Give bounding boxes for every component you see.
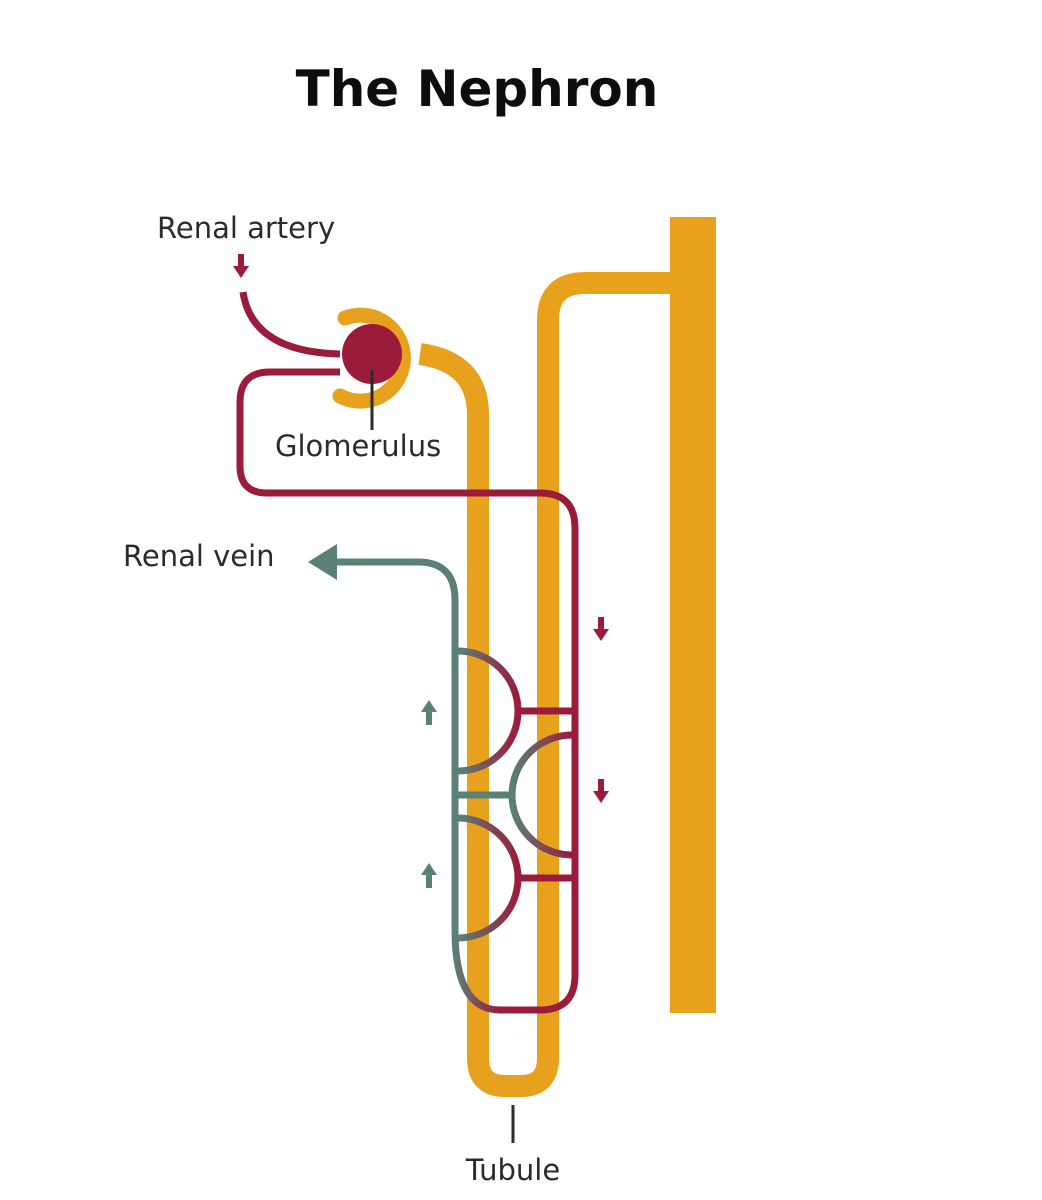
vein-bottom-curve <box>451 929 501 1014</box>
glomerulus-label: Glomerulus <box>275 429 441 463</box>
vein-up-arrow-icon <box>421 700 437 725</box>
artery-inflow-arrow-icon <box>233 254 249 278</box>
renal-vein-vessel <box>335 558 459 930</box>
vein-up-arrow-icon <box>421 863 437 888</box>
artery-down-arrow-icon <box>593 779 609 803</box>
glomerulus <box>342 324 402 384</box>
collecting-duct <box>670 217 716 1013</box>
efferent-arteriole <box>236 368 579 1014</box>
distal-tubule <box>537 272 672 1058</box>
renal-artery-vessel <box>239 291 341 358</box>
bowmans-capsule <box>332 307 411 409</box>
renal-artery-label: Renal artery <box>157 211 335 245</box>
artery-down-arrow-icon <box>593 617 609 641</box>
loop-of-henle <box>418 343 559 1097</box>
renal-vein-arrowhead <box>308 544 337 580</box>
renal-vein-label: Renal vein <box>123 539 275 573</box>
diagram-title: The Nephron <box>296 60 659 118</box>
tubule-label: Tubule <box>465 1153 560 1187</box>
